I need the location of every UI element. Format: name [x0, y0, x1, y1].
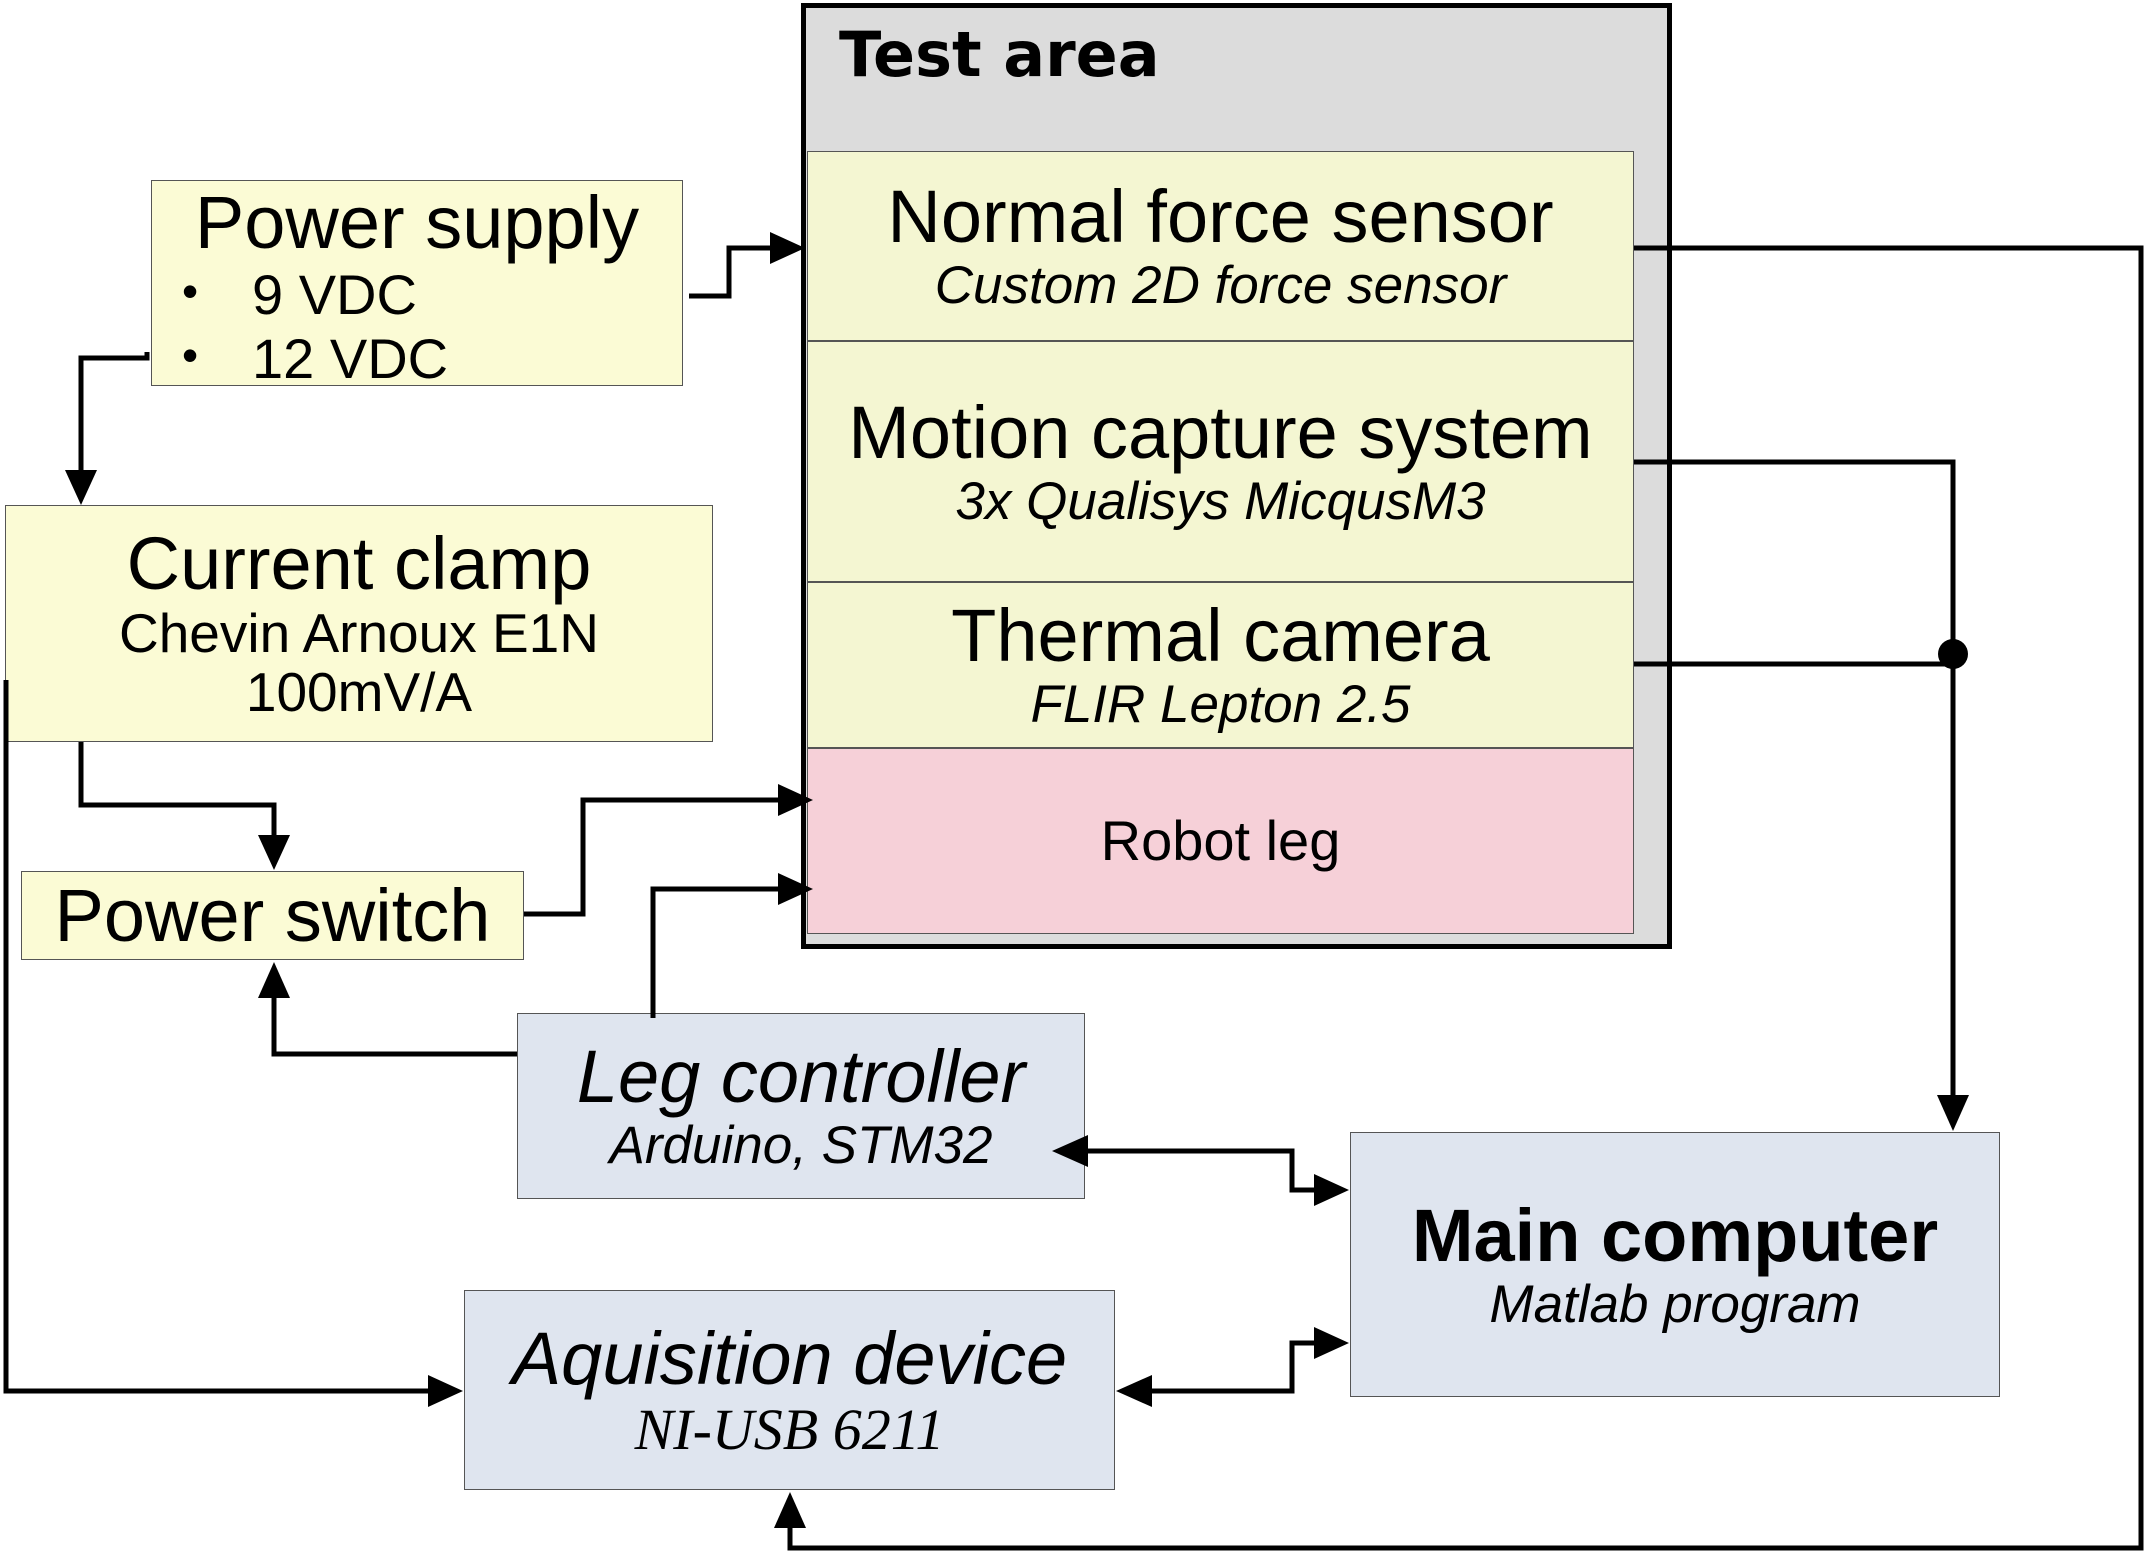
normal-force-sensor-subtitle: Custom 2D force sensor — [934, 256, 1507, 316]
robot-leg-box: Robot leg — [807, 748, 1634, 934]
motion-capture-box: Motion capture system 3x Qualisys Micqus… — [807, 341, 1634, 582]
normal-force-sensor-box: Normal force sensor Custom 2D force sens… — [807, 151, 1634, 341]
thermal-camera-title: Thermal camera — [951, 594, 1490, 678]
wire-leg-controller-to-main-computer — [1088, 1148, 1314, 1193]
arrowhead-acquisition-bottom — [774, 1492, 806, 1528]
wire-leg-controller-to-robot-leg — [650, 886, 778, 1018]
junction-dot — [1938, 639, 1968, 669]
wire-acquisition-to-main-computer — [1152, 1340, 1314, 1394]
wire-leg-controller-to-power-switch — [271, 998, 517, 1057]
leg-controller-subtitle: Arduino, STM32 — [609, 1116, 993, 1176]
leg-controller-title: Leg controller — [576, 1035, 1026, 1119]
main-computer-subtitle: Matlab program — [1489, 1274, 1861, 1334]
arrowhead-force-sensor — [770, 232, 805, 264]
arrowhead-leg-controller-right — [1052, 1135, 1088, 1167]
arrowhead-acquisition-right — [1116, 1375, 1152, 1407]
voltage-item-12v: 12 VDC — [152, 327, 682, 391]
current-clamp-rating: 100mV/A — [245, 661, 473, 724]
motion-capture-title: Motion capture system — [848, 390, 1593, 474]
wire-current-clamp-to-acquisition — [3, 680, 428, 1394]
arrowhead-power-switch-bottom — [258, 962, 290, 998]
power-supply-box: Power supply 9 VDC 12 VDC — [151, 180, 683, 390]
thermal-camera-subtitle: FLIR Lepton 2.5 — [1030, 675, 1411, 735]
robot-leg-title: Robot leg — [1100, 808, 1341, 872]
arrowhead-main-computer-top — [1937, 1095, 1969, 1131]
current-clamp-box: Current clamp Chevin Arnoux E1N 100mV/A — [5, 505, 713, 742]
wire-motion-capture-to-bus — [1634, 459, 1956, 655]
test-area-title: Test area — [839, 18, 1160, 91]
power-supply-voltage-list: 9 VDC 12 VDC — [152, 263, 682, 392]
power-supply-title: Power supply — [194, 181, 640, 264]
leg-controller-box: Leg controller Arduino, STM32 — [517, 1013, 1085, 1199]
acquisition-device-title: Aquisition device — [511, 1316, 1068, 1400]
main-computer-title: Main computer — [1411, 1193, 1939, 1277]
normal-force-sensor-title: Normal force sensor — [887, 175, 1554, 259]
wire-power-supply-to-force-sensor — [689, 245, 770, 299]
acquisition-device-subtitle: NI-USB 6211 — [634, 1396, 945, 1462]
wire-force-sensor-to-acquisition — [787, 245, 2144, 1551]
current-clamp-model: Chevin Arnoux E1N — [119, 602, 599, 665]
power-switch-title: Power switch — [54, 873, 491, 957]
wire-power-switch-to-robot-leg — [524, 797, 778, 917]
power-switch-box: Power switch — [21, 871, 524, 960]
arrowhead-robot-leg-upper — [778, 784, 813, 816]
arrowhead-main-computer-upper — [1314, 1174, 1349, 1206]
current-clamp-title: Current clamp — [126, 522, 592, 606]
arrowhead-robot-leg-lower — [778, 873, 813, 905]
main-computer-box: Main computer Matlab program — [1350, 1132, 2000, 1397]
acquisition-device-box: Aquisition device NI-USB 6211 — [464, 1290, 1115, 1490]
arrowhead-power-switch-top — [258, 835, 290, 870]
wire-power-supply-to-current-clamp — [78, 352, 150, 470]
arrowhead-acquisition-left — [428, 1375, 463, 1407]
arrowhead-main-computer-lower — [1314, 1327, 1349, 1359]
thermal-camera-box: Thermal camera FLIR Lepton 2.5 — [807, 582, 1634, 748]
voltage-item-9v: 9 VDC — [152, 263, 682, 327]
motion-capture-subtitle: 3x Qualisys MicqusM3 — [955, 471, 1486, 531]
arrowhead-current-clamp — [65, 470, 97, 505]
wire-current-clamp-to-power-switch — [78, 742, 277, 835]
